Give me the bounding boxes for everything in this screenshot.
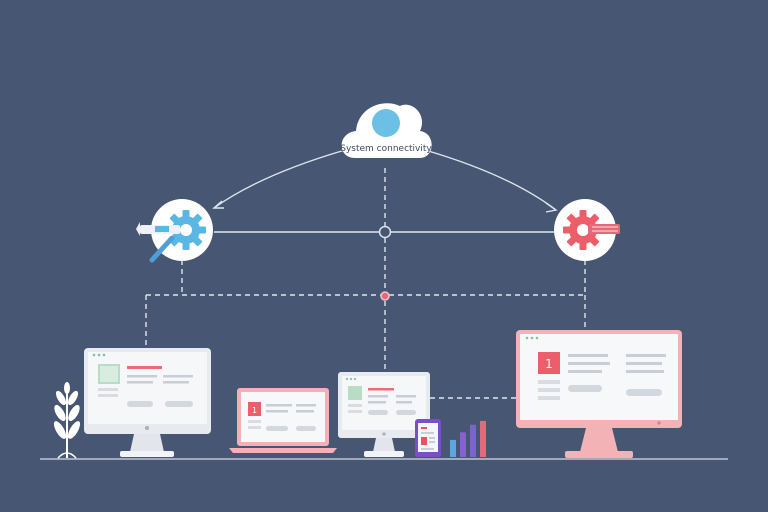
arc-left — [213, 149, 346, 209]
desktop-monitor-right: 1 — [516, 330, 682, 458]
desktop-monitor-left — [84, 348, 211, 457]
plug-icon — [588, 224, 620, 234]
wrench-icon — [136, 222, 180, 263]
gear-icon — [166, 210, 206, 250]
plant-icon — [53, 382, 81, 459]
arrow-left — [212, 200, 224, 209]
bar-graph-bar — [470, 424, 476, 457]
smartphone — [415, 419, 441, 457]
arrow-right — [545, 202, 558, 213]
junction-node-red — [380, 291, 390, 301]
desktop-monitor-center — [338, 372, 430, 457]
settings-gear-red-node — [554, 199, 620, 261]
cloud-label: System connectivity — [340, 144, 432, 154]
bar-graph-bar — [450, 439, 456, 457]
junction-node-center — [378, 225, 392, 239]
settings-gear-blue-node — [136, 199, 213, 263]
bar-graph-icon — [450, 420, 486, 457]
bar-graph-bar — [460, 432, 466, 457]
svg-text:1: 1 — [252, 406, 257, 415]
arc-right — [424, 149, 557, 211]
cloud-node: System connectivity — [340, 103, 432, 158]
bar-graph-bar — [480, 420, 486, 457]
cloud-dot-icon — [372, 109, 400, 137]
svg-text:1: 1 — [545, 357, 553, 371]
laptop-center-left: 1 — [229, 388, 337, 453]
